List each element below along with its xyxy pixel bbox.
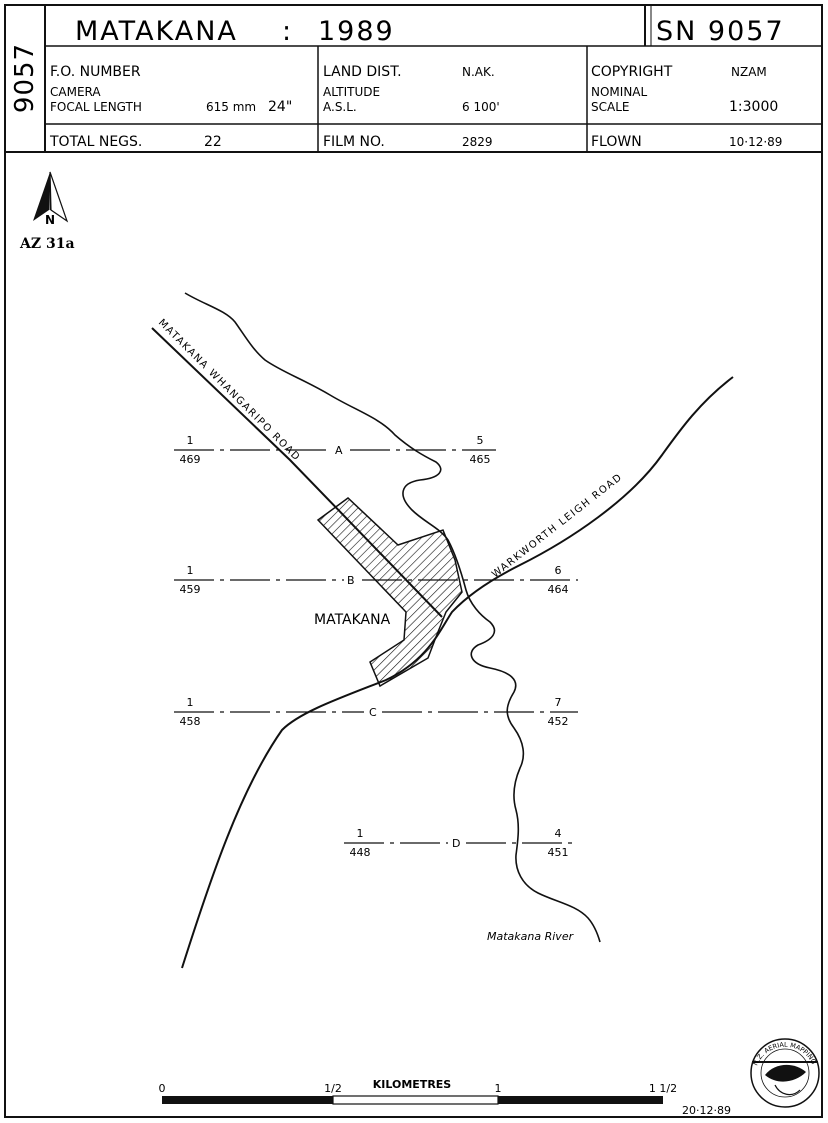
run-end-top: 7	[555, 696, 562, 709]
flown-label: FLOWN	[591, 134, 642, 150]
film-no-value: 2829	[462, 135, 493, 149]
svg-text:N.Z. AERIAL MAPPING LTD: N.Z. AERIAL MAPPING LTD	[0, 0, 819, 1067]
focal-length-in: 24"	[268, 99, 292, 115]
run-letter: D	[452, 837, 460, 850]
warkworth-leigh-road	[181, 376, 734, 969]
land-dist-value: N.AK.	[462, 65, 495, 79]
scale-label: SCALE	[591, 100, 629, 114]
run-start-bottom: 469	[180, 453, 201, 466]
matakana-whangaripo-road	[151, 327, 443, 618]
asl-label: A.S.L.	[323, 100, 357, 114]
title-separator: :	[282, 16, 293, 47]
total-negs-label: TOTAL NEGS.	[49, 134, 142, 150]
header-block	[4, 4, 823, 153]
run-end-bottom: 452	[548, 715, 569, 728]
map-sheet	[4, 4, 823, 1118]
sn-title: SN 9057	[656, 16, 785, 47]
land-dist-label: LAND DIST.	[323, 64, 402, 80]
north-arrow-icon	[33, 171, 69, 223]
run-end-top: 5	[477, 434, 484, 447]
run-start-top: 1	[187, 564, 194, 577]
scale-tick-half: 1/2	[324, 1082, 342, 1095]
camera-label: CAMERA	[50, 85, 101, 99]
fo-number-label: F.O. NUMBER	[50, 64, 141, 80]
matakana-town-area	[316, 497, 463, 688]
flown-value: 10·12·89	[729, 135, 782, 149]
copyright-label: COPYRIGHT	[591, 64, 673, 80]
scale-date: 20·12·89	[682, 1104, 731, 1117]
town-label: MATAKANA	[314, 612, 391, 628]
flight-run-a: A 1 469 5 465	[174, 434, 496, 466]
year-title: 1989	[318, 16, 395, 47]
scale-bar	[162, 1095, 663, 1105]
flight-run-b: B 1 459 6 464	[174, 564, 578, 596]
run-end-bottom: 465	[470, 453, 491, 466]
copyright-value: NZAM	[731, 65, 767, 79]
run-start-bottom: 448	[350, 846, 371, 859]
matakana-river	[184, 292, 601, 943]
focal-length-label: FOCAL LENGTH	[50, 100, 142, 114]
scale-tick-1half: 1 1/2	[649, 1082, 677, 1095]
run-end-top: 4	[555, 827, 562, 840]
side-code: 9057	[10, 43, 40, 113]
nominal-label: NOMINAL	[591, 85, 648, 99]
run-start-top: 1	[187, 434, 194, 447]
run-start-top: 1	[187, 696, 194, 709]
total-negs-value: 22	[204, 134, 222, 150]
flight-run-c: C 1 458 7 452	[174, 696, 578, 728]
scale-tick-0: 0	[159, 1082, 166, 1095]
scale-tick-1: 1	[495, 1082, 502, 1095]
flight-run-d: D 1 448 4 451	[344, 827, 576, 859]
run-start-bottom: 459	[180, 583, 201, 596]
run-letter: B	[347, 574, 355, 587]
run-letter: A	[335, 444, 343, 457]
sheet-ref: AZ 31a	[19, 236, 75, 252]
run-end-top: 6	[555, 564, 562, 577]
run-letter: C	[369, 706, 377, 719]
run-end-bottom: 464	[548, 583, 569, 596]
focal-length-mm: 615 mm	[206, 100, 256, 114]
river-label: Matakana River	[487, 930, 575, 943]
run-start-top: 1	[357, 827, 364, 840]
altitude-label: ALTITUDE	[323, 85, 380, 99]
scale-bar-title: KILOMETRES	[373, 1078, 452, 1091]
run-end-bottom: 451	[548, 846, 569, 859]
scale-value: 1:3000	[729, 99, 778, 115]
altitude-value: 6 100'	[462, 100, 500, 114]
film-no-label: FILM NO.	[323, 134, 385, 150]
road-label-whangaripo: MATAKANA WHANGARIPO ROAD	[156, 317, 302, 463]
north-label: N	[45, 213, 55, 227]
run-start-bottom: 458	[180, 715, 201, 728]
location-title: MATAKANA	[75, 16, 238, 47]
